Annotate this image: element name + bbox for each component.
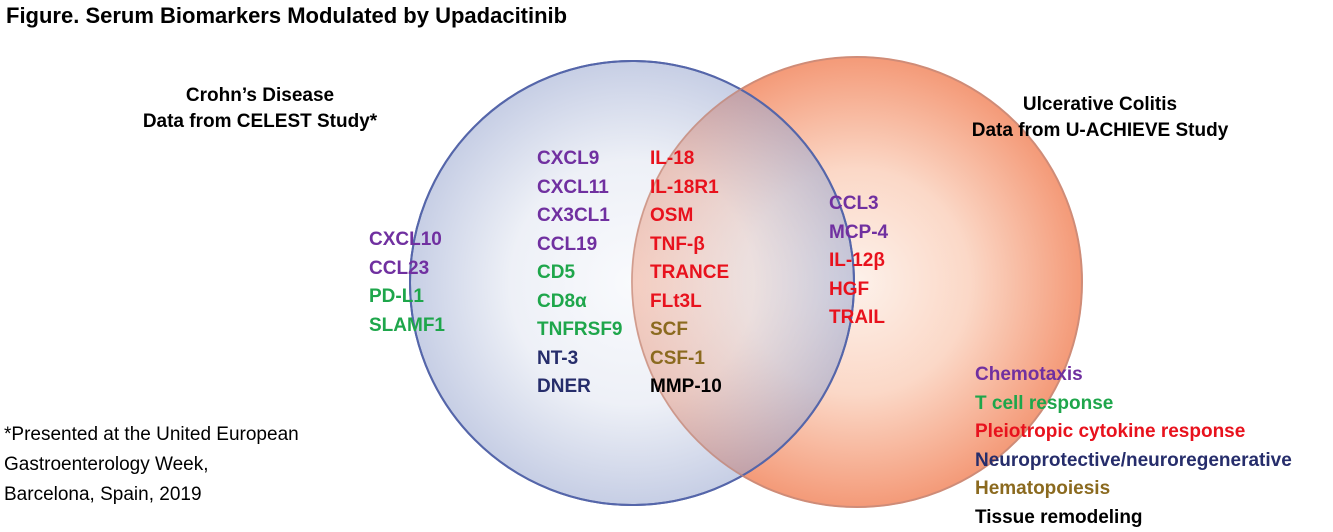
biomarker-item: TRANCE [650,259,729,288]
biomarker-item: CXCL9 [537,145,623,174]
biomarker-item: CCL3 [829,190,888,219]
biomarker-item: CCL23 [369,255,445,284]
biomarker-item: HGF [829,276,888,305]
legend-item-t-cell: T cell response [975,390,1292,419]
biomarker-item: TNF-β [650,231,729,260]
footnote-line2: Gastroenterology Week, [4,450,299,480]
biomarker-item: OSM [650,202,729,231]
biomarker-item: CXCL11 [537,174,623,203]
biomarker-item: CCL19 [537,231,623,260]
footnote: *Presented at the United European Gastro… [4,420,299,510]
biomarker-item: SLAMF1 [369,312,445,341]
biomarker-item: TRAIL [829,304,888,333]
biomarker-item: SCF [650,316,729,345]
biomarker-item: PD-L1 [369,283,445,312]
crohns-label: Crohn’s Disease Data from CELEST Study* [90,83,430,135]
biomarker-item: CD8α [537,288,623,317]
legend-item-hematopoiesis: Hematopoiesis [975,475,1292,504]
biomarker-item: IL-12β [829,247,888,276]
uc-label-line2: Data from U-ACHIEVE Study [910,118,1290,144]
uc-label-line1: Ulcerative Colitis [910,92,1290,118]
biomarker-item: DNER [537,373,623,402]
biomarker-item: IL-18R1 [650,174,729,203]
legend-item-chemotaxis: Chemotaxis [975,361,1292,390]
crohns-label-line1: Crohn’s Disease [90,83,430,109]
legend-item-neuro: Neuroprotective/neuroregenerative [975,447,1292,476]
biomarker-item: CD5 [537,259,623,288]
biomarker-item: FLt3L [650,288,729,317]
legend-item-pleiotropic: Pleiotropic cytokine response [975,418,1292,447]
footnote-line1: *Presented at the United European [4,420,299,450]
biomarker-item: IL-18 [650,145,729,174]
crohns-label-line2: Data from CELEST Study* [90,109,430,135]
biomarker-item: MCP-4 [829,219,888,248]
biomarker-item: CX3CL1 [537,202,623,231]
biomarker-item: MMP-10 [650,373,729,402]
legend-item-tissue: Tissue remodeling [975,504,1292,532]
biomarker-item: NT-3 [537,345,623,374]
uc-label: Ulcerative Colitis Data from U-ACHIEVE S… [910,92,1290,144]
figure-title: Figure. Serum Biomarkers Modulated by Up… [6,3,567,29]
biomarker-item: CXCL10 [369,226,445,255]
biomarker-item: TNFRSF9 [537,316,623,345]
footnote-line3: Barcelona, Spain, 2019 [4,480,299,510]
biomarker-item: CSF-1 [650,345,729,374]
